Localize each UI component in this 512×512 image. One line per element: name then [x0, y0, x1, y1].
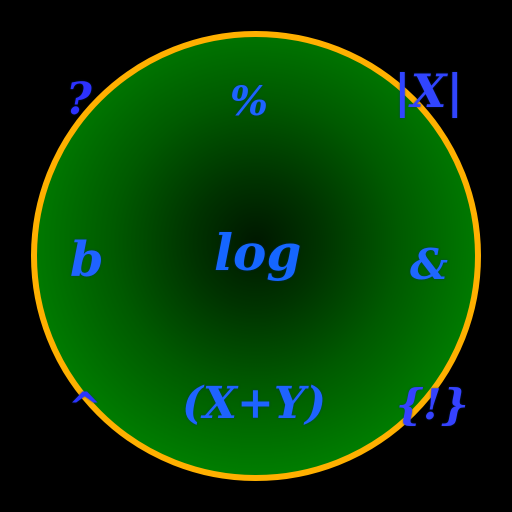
token-ampersand[interactable]: &	[410, 240, 448, 289]
token-factorial-set[interactable]: {!}	[396, 380, 469, 429]
token-absolute-x[interactable]: |X|	[394, 64, 464, 118]
token-b[interactable]: b	[70, 232, 104, 288]
token-x-plus-y[interactable]: (X+Y)	[182, 378, 327, 429]
green-orb-board	[31, 31, 481, 481]
token-log[interactable]: log	[214, 223, 302, 282]
token-caret[interactable]: ^	[68, 384, 102, 431]
token-question-mark[interactable]: ?	[66, 74, 92, 125]
token-percent[interactable]: %	[230, 78, 269, 125]
